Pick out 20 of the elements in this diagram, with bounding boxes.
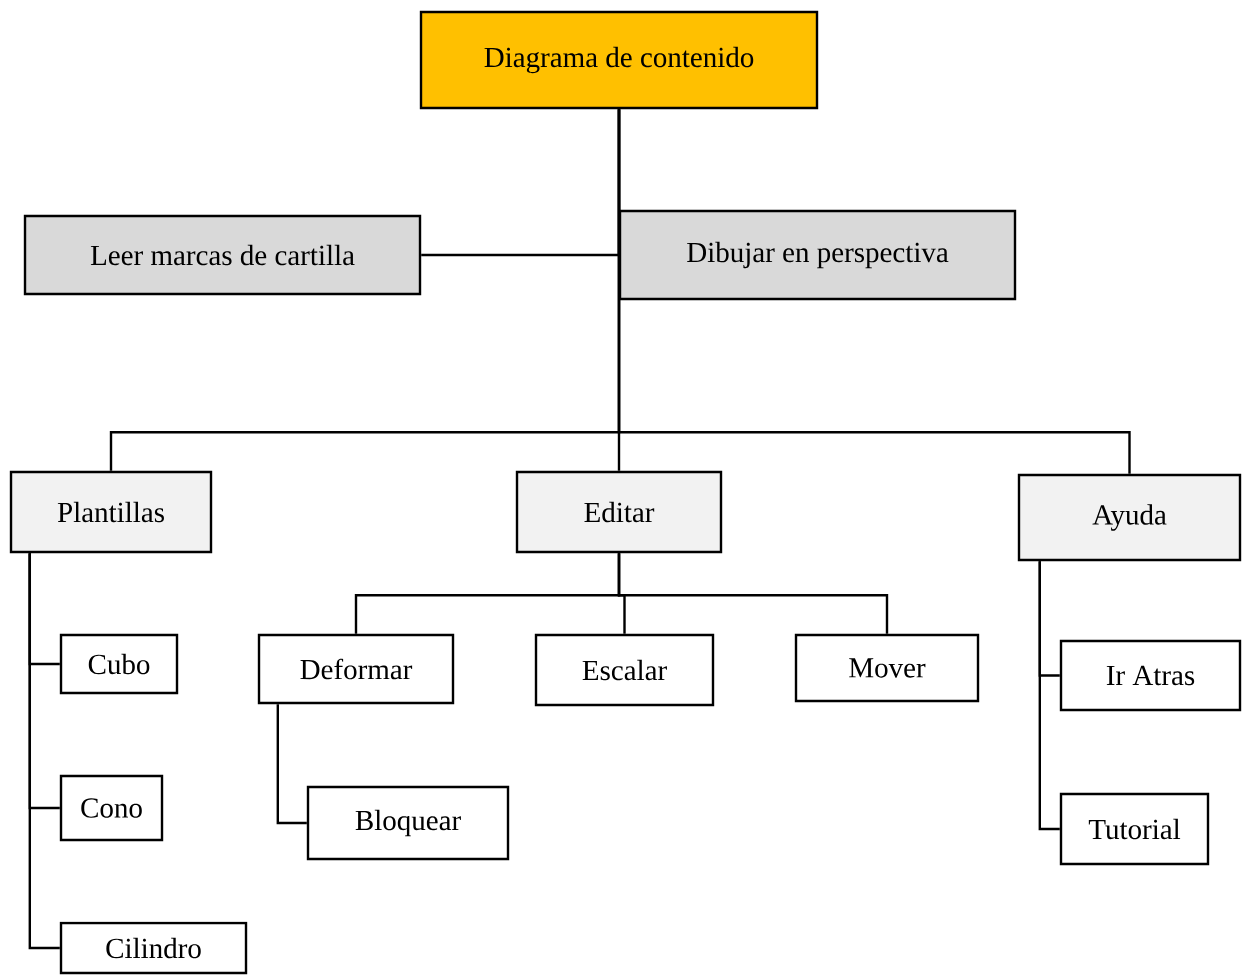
connector-line <box>617 109 1131 474</box>
diagram-title-box: Diagrama de contenido <box>419 10 819 110</box>
connector-line <box>1038 561 1060 831</box>
topic-box: Cilindro <box>59 921 248 975</box>
topic-box: Ayuda <box>1017 473 1242 562</box>
topic-box: Deformar <box>257 633 455 705</box>
topic-box: Dibujar en perspectiva <box>618 209 1017 301</box>
topic-box: Mover <box>794 633 980 703</box>
topic-box: Plantillas <box>9 470 213 554</box>
topic-box: Editar <box>515 470 723 554</box>
topic-box: Bloquear <box>306 785 510 861</box>
connector-line <box>276 704 307 825</box>
topic-box: Leer marcas de cartilla <box>23 214 422 296</box>
topic-box: Ir Atras <box>1059 639 1242 712</box>
topic-box: Cono <box>59 774 164 842</box>
connector-line <box>28 553 60 950</box>
topic-box: Cubo <box>59 633 179 695</box>
connector-line <box>617 553 889 634</box>
topic-box: Tutorial <box>1059 792 1210 866</box>
topic-box: Escalar <box>534 633 715 707</box>
